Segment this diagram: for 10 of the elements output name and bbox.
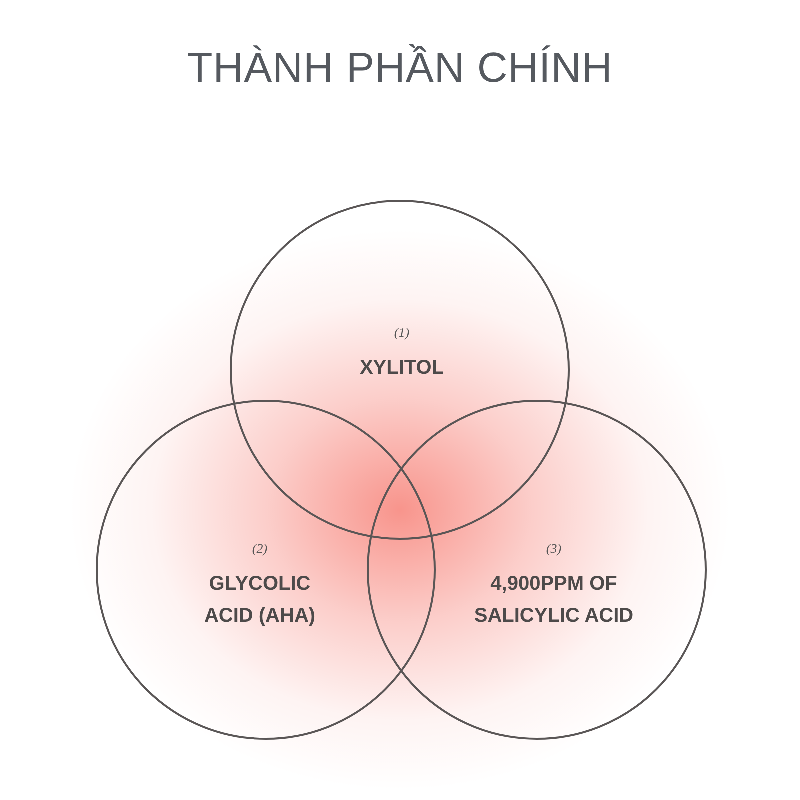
ingredient-label: XYLITOL <box>360 356 444 381</box>
number-label: (3) <box>546 541 562 557</box>
ingredient-label: GLYCOLIC ACID (AHA) <box>203 572 317 629</box>
ingredient-label: 4,900PPM OF SALICYLIC ACID <box>473 572 635 629</box>
number-label: (2) <box>252 541 268 557</box>
venn-circle <box>367 400 707 740</box>
number-label: (1) <box>394 325 410 341</box>
title: THÀNH PHẦN CHÍNH <box>186 44 614 92</box>
venn-circle <box>230 200 570 540</box>
venn-circle <box>96 400 436 740</box>
